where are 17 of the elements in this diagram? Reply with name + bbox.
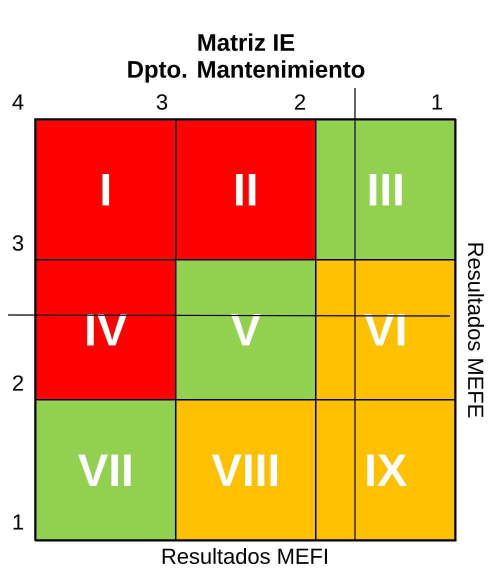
axis-tick-label: 3 — [12, 235, 24, 251]
title: Matriz IE Dpto. Mantenimiento — [128, 33, 364, 83]
axis-title: Resultados MEFI — [162, 548, 327, 564]
axis-tick-label: 2 — [13, 375, 23, 391]
matrix-cell: VIII — [175, 399, 316, 542]
axis-tick-label: 4 — [12, 94, 24, 110]
axis-tick-label: 3 — [156, 94, 168, 110]
matrix-cell: I — [35, 119, 176, 260]
axis-tick-label: 2 — [295, 94, 305, 110]
matrix-cell: IX — [315, 399, 456, 542]
matrix-cell: III — [315, 119, 456, 260]
matrix-cell: II — [175, 119, 316, 260]
matrix-cell: V — [175, 259, 316, 400]
axis-title: Resultados MEFE — [468, 243, 484, 418]
matrix-cell: VII — [35, 399, 176, 542]
matrix-cell: IV — [35, 259, 176, 400]
matrix-cell: VI — [315, 259, 456, 400]
